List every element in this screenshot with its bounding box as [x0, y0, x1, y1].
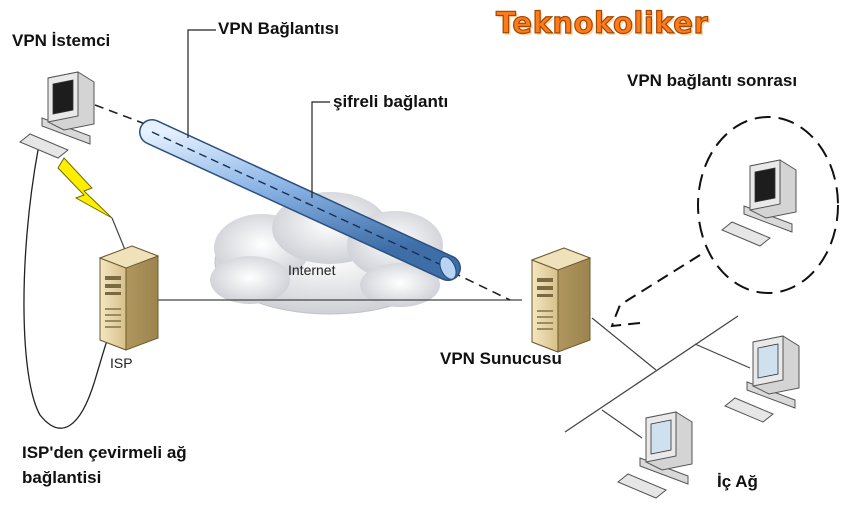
label-after-vpn: VPN bağlantı sonrası — [627, 71, 798, 90]
tube-server-dashed-link — [451, 271, 511, 301]
client-dashed-link — [94, 104, 149, 126]
leader-encrypted — [311, 101, 330, 198]
label-vpn-server: VPN Sunucusu — [440, 349, 562, 368]
label-dialup-line2: bağlantisi — [22, 468, 102, 487]
after-vpn-dashed-circle — [697, 116, 839, 294]
leader-vpn-connection — [187, 29, 216, 138]
internal-pc-bottom-icon — [617, 411, 693, 499]
dialup-loop-line — [23, 149, 121, 429]
vpn-server-icon — [531, 247, 591, 353]
lightning-bolt-icon — [57, 157, 113, 219]
label-vpn-connection: VPN Bağlantısı — [218, 19, 339, 38]
label-encrypted-connection: şifreli bağlantı — [333, 92, 449, 111]
vpn-client-pc-icon — [19, 71, 95, 159]
label-dialup-line1: ISP'den çevirmeli ağ — [22, 443, 187, 462]
label-internet: Internet — [288, 262, 336, 278]
after-vpn-dashed-link — [610, 254, 701, 328]
brand-logo: Teknokoliker — [495, 5, 709, 40]
vpn-tunnel-tube — [139, 119, 461, 281]
label-internal-network: İç Ağ — [717, 472, 758, 491]
isp-server-icon — [99, 245, 159, 351]
remote-pc-after-vpn-icon — [721, 159, 797, 247]
internal-network-bus — [564, 315, 739, 433]
label-isp: ISP — [110, 355, 133, 371]
label-vpn-client: VPN İstemci — [12, 31, 111, 50]
internal-pc-right-icon — [724, 335, 800, 423]
